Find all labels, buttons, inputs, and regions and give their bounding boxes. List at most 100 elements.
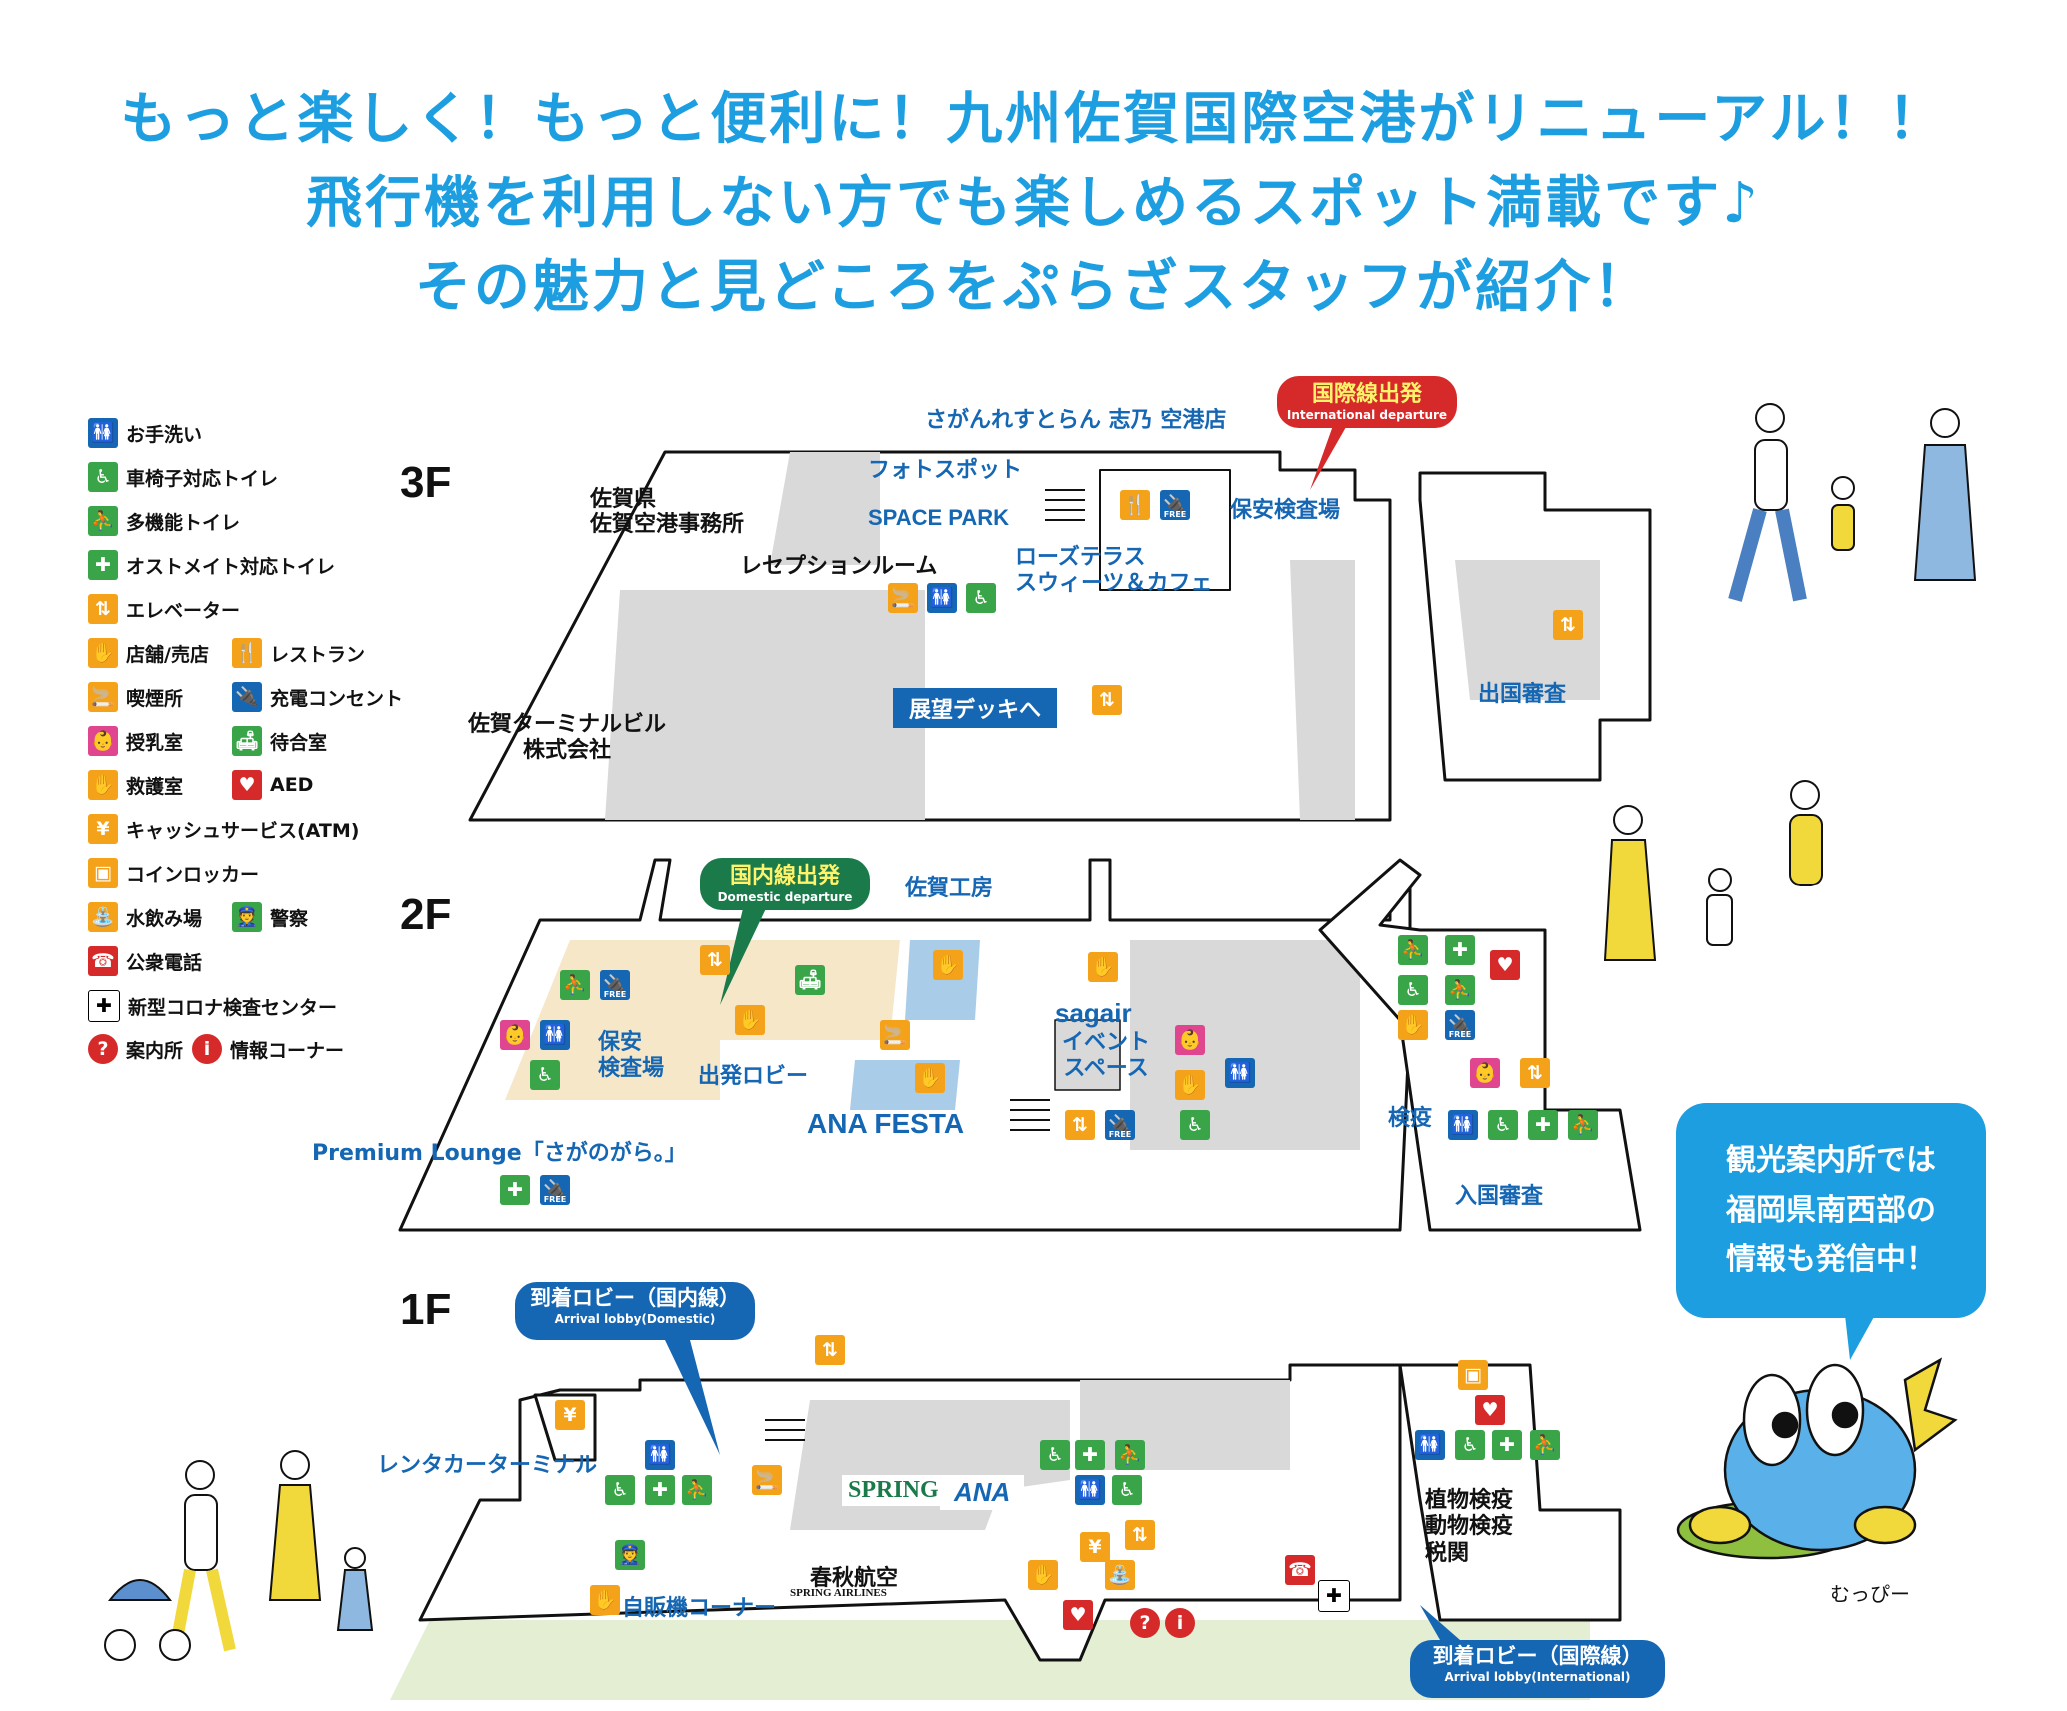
legend-label: 多機能トイレ xyxy=(126,511,241,534)
bubble-line-3: 情報も発信中！ xyxy=(1726,1242,1936,1278)
legend-item-drinking-fountain: ⛲水飲み場 xyxy=(88,902,202,932)
public-phone-icon: ☎ xyxy=(88,946,118,976)
callout-domestic-departure-jp: 国内線出発 xyxy=(729,864,840,889)
elevator-icon: ⇅ xyxy=(1092,685,1122,715)
legend-label: 水飲み場 xyxy=(126,907,203,930)
mascot-name: むっぴー xyxy=(1830,1582,1910,1606)
label-3f-security: 保安検査場 xyxy=(1230,498,1341,523)
legend-item-atm: ¥ キャッシュサービス(ATM) xyxy=(88,814,359,844)
legend-item-restroom: 🚻 お手洗い xyxy=(88,418,202,448)
shop-icon: ✋ xyxy=(933,950,963,980)
elevator-icon: ⇅ xyxy=(1065,1110,1095,1140)
multipurpose-restroom-icon: ⛹ xyxy=(1568,1110,1598,1140)
shop-icon: ✋ xyxy=(1028,1560,1058,1590)
legend-label: 充電コンセント xyxy=(270,687,404,710)
nursing-room-icon: 👶 xyxy=(1175,1025,1205,1055)
nursing-room-icon: 👶 xyxy=(88,726,118,756)
label-sagair: sagair xyxy=(1055,998,1132,1028)
legend-item-restaurant: 🍴 レストラン xyxy=(232,638,365,668)
label-saga-kobo: 佐賀工房 xyxy=(905,876,994,901)
smoking-area-icon: 🚬 xyxy=(888,583,918,613)
shop-icon: ✋ xyxy=(88,638,118,668)
restaurant-icon: 🍴 xyxy=(232,638,262,668)
family-illustration-bottom-left xyxy=(104,1450,374,1661)
legend-label: 授乳室 xyxy=(126,731,184,754)
legend-label: キャッシュサービス(ATM) xyxy=(126,819,360,842)
restroom-icon: 🚻 xyxy=(88,418,118,448)
restroom-icon: 🚻 xyxy=(1225,1058,1255,1088)
label-2f-security: 保安 検査場 xyxy=(598,1030,665,1082)
label-event-space: イベント スペース xyxy=(1062,1030,1151,1082)
legend-item-public-phone: ☎公衆電話 xyxy=(88,946,202,976)
label-rental-car-terminal: レンタカーターミナル xyxy=(377,1453,598,1478)
charging-outlet-icon: 🔌 xyxy=(232,682,262,712)
wheelchair-restroom-icon: ♿ xyxy=(1488,1110,1518,1140)
bubble-line-1: 観光案内所では xyxy=(1726,1143,1936,1179)
shop-icon: ✋ xyxy=(915,1063,945,1093)
atm-icon: ¥ xyxy=(88,814,118,844)
charging-outlet-icon: 🔌FREE xyxy=(540,1175,570,1205)
ostomate-restroom-icon: ✚ xyxy=(500,1175,530,1205)
wheelchair-restroom-icon: ♿ xyxy=(1040,1440,1070,1470)
label-photo-spot: フォトスポット xyxy=(868,458,1023,483)
multipurpose-restroom-icon: ⛹ xyxy=(88,506,118,536)
ostomate-restroom-icon: ✚ xyxy=(88,550,118,580)
coin-locker-icon: ▣ xyxy=(88,858,118,888)
legend-label: 情報コーナー xyxy=(230,1039,345,1062)
information-corner-icon: i xyxy=(1165,1608,1195,1638)
wheelchair-restroom-icon: ♿ xyxy=(88,462,118,492)
legend-item-charging-outlet: 🔌 充電コンセント xyxy=(232,682,403,712)
waiting-room-icon: 🛋 xyxy=(232,726,262,756)
legend-label: 救護室 xyxy=(126,775,184,798)
legend-label: お手洗い xyxy=(126,423,203,446)
label-spring-airlines: 春秋航空 xyxy=(810,1565,899,1590)
callout-intl-departure-jp: 国際線出発 xyxy=(1311,382,1422,407)
elevator-icon: ⇅ xyxy=(815,1335,845,1365)
floor-3f-gray-area xyxy=(605,590,925,820)
callout-arrival-domestic: 到着ロビー（国内線） Arrival lobby(Domestic) xyxy=(515,1282,755,1340)
charging-outlet-icon: 🔌FREE xyxy=(1160,490,1190,520)
restroom-icon: 🚻 xyxy=(645,1440,675,1470)
legend-item-police: 👮警察 xyxy=(232,902,308,932)
legend-label: 警察 xyxy=(270,907,309,930)
legend-item-first-aid-room: ✋ 救護室 xyxy=(88,770,183,800)
restroom-icon: 🚻 xyxy=(927,583,957,613)
legend-item-multipurpose-restroom: ⛹ 多機能トイレ xyxy=(88,506,240,536)
bubble-tail xyxy=(1845,1315,1875,1360)
legend-label: レストラン xyxy=(270,643,366,666)
first-aid-room-icon: ✋ xyxy=(88,770,118,800)
aed-icon: ♥ xyxy=(1475,1395,1505,1425)
elevator-icon: ⇅ xyxy=(1520,1058,1550,1088)
label-reception-room: レセプションルーム xyxy=(740,554,938,579)
family-illustration-top-right xyxy=(1728,403,1977,602)
legend-item-nursing-room: 👶 授乳室 xyxy=(88,726,183,756)
observation-deck-link[interactable]: 展望デッキへ xyxy=(893,688,1058,728)
multipurpose-restroom-icon: ⛹ xyxy=(682,1475,712,1505)
restroom-icon: 🚻 xyxy=(1415,1430,1445,1460)
covid-test-center-icon: ✚ xyxy=(1318,1580,1350,1612)
callout-arrival-intl-jp: 到着ロビー（国際線） xyxy=(1432,1644,1643,1668)
callout-arrival-domestic-pointer xyxy=(665,1340,720,1455)
smoking-area-icon: 🚬 xyxy=(88,682,118,712)
floor-1f-international-wing xyxy=(1398,1363,1622,1622)
elevator-icon: ⇅ xyxy=(1125,1520,1155,1550)
legend-item-wheelchair-restroom: ♿車椅子対応トイレ xyxy=(88,462,278,492)
aed-icon: ♥ xyxy=(1063,1600,1093,1630)
information-corner-icon: i xyxy=(192,1034,222,1064)
label-emigration: 出国審査 xyxy=(1478,682,1567,707)
tourist-info-bubble: 観光案内所では 福岡県南西部の 情報も発信中！ xyxy=(1676,1103,1986,1318)
ostomate-restroom-icon: ✚ xyxy=(1492,1430,1522,1460)
covid-test-center-icon: ✚ xyxy=(88,990,120,1022)
label-quarantine: 検疫 xyxy=(1388,1106,1433,1131)
aed-icon: ♥ xyxy=(1490,950,1520,980)
headline-line-3: その魅力と見どころをぷらざスタッフが紹介！ xyxy=(414,255,1653,320)
label-ana-logo: ANA xyxy=(940,1475,1025,1510)
legend-item-coin-locker: ▣コインロッカー xyxy=(88,858,259,888)
coin-locker-icon: ▣ xyxy=(1458,1360,1488,1390)
callout-international-departure: 国際線出発 International departure xyxy=(1277,376,1457,428)
callout-arrival-domestic-en: Arrival lobby(Domestic) xyxy=(554,1312,716,1326)
legend-item-smoking-area: 🚬喫煙所 xyxy=(88,682,183,712)
nursing-room-icon: 👶 xyxy=(1470,1058,1500,1088)
label-customs-quarantine: 植物検疫 動物検疫 税関 xyxy=(1425,1488,1514,1566)
